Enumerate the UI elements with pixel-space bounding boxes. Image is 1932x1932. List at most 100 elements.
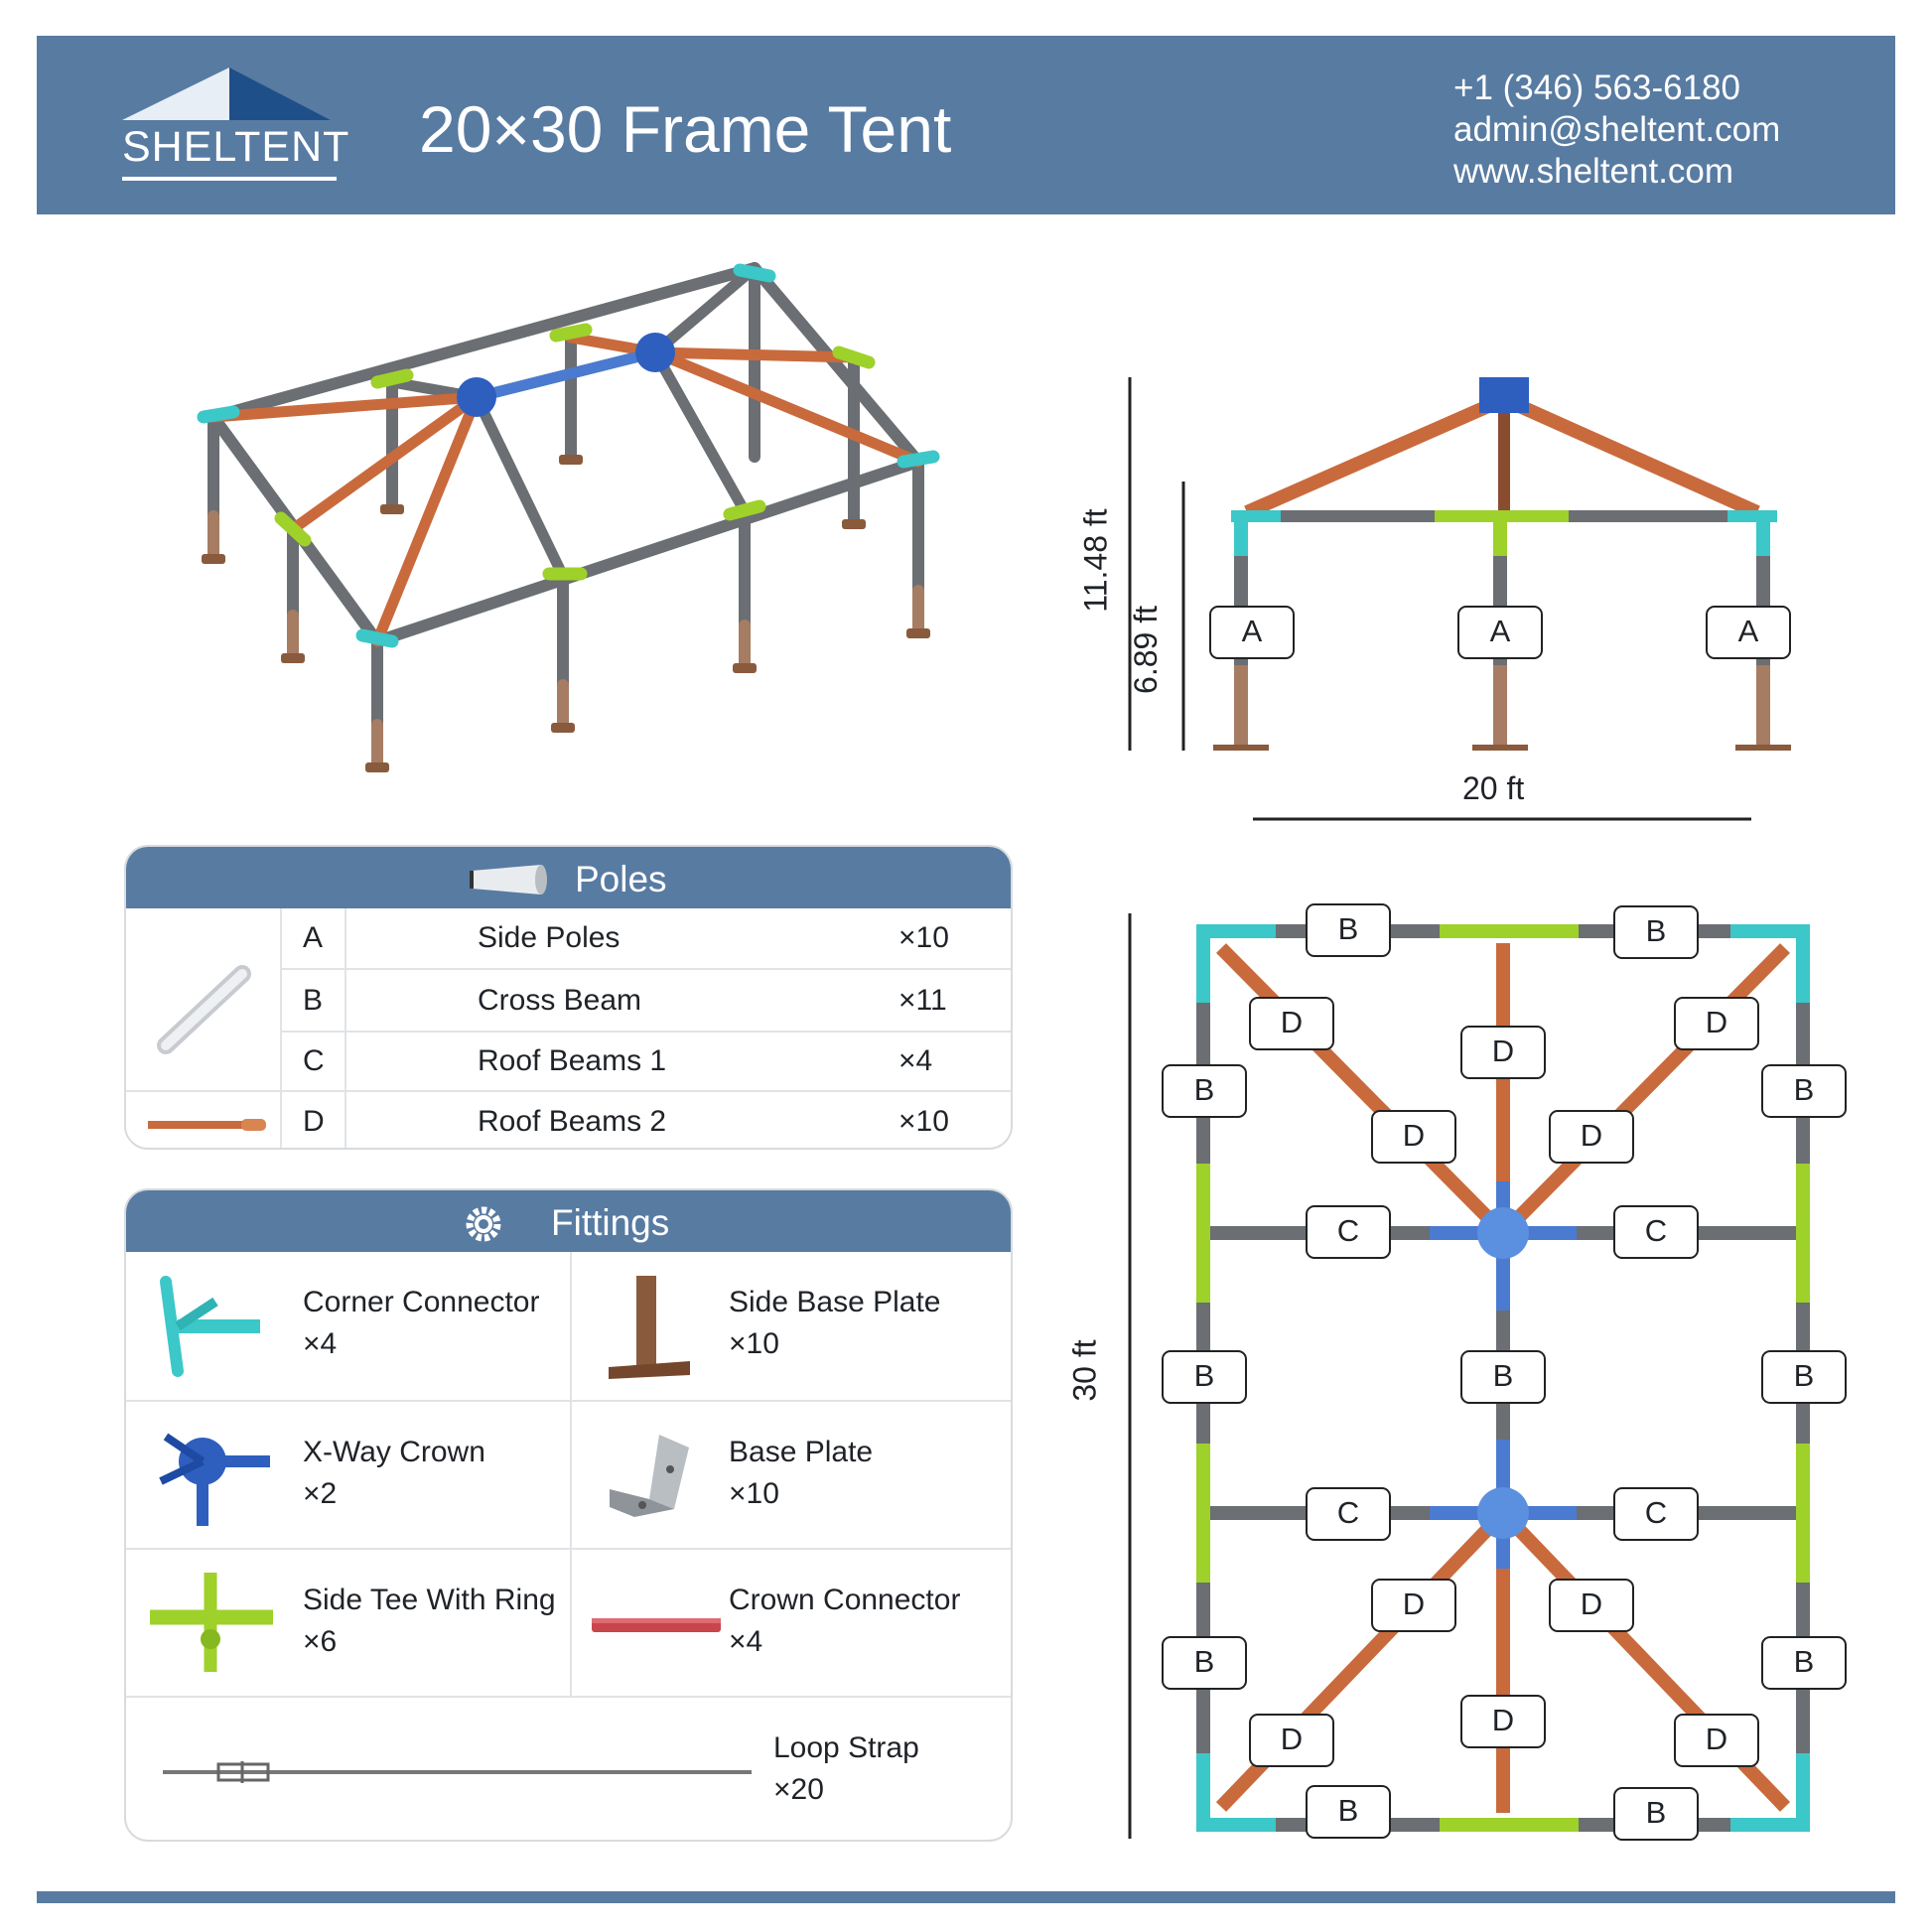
brand-underline [122,177,337,181]
pole-name: Cross Beam [478,983,642,1017]
pole-code: D [303,1105,325,1138]
label-c: C [1613,1487,1699,1541]
label-d: D [1371,1579,1456,1632]
side-base-plate-icon [609,1276,690,1379]
tent-roof-icon [122,68,331,120]
label-d: D [1460,1026,1546,1079]
fitting-qty: ×10 [729,1327,779,1360]
pole-name: Roof Beams 2 [478,1105,667,1138]
crown-connector-icon [592,1618,721,1632]
pole-code: B [303,983,324,1017]
label-d: D [1674,997,1759,1050]
poles-header: Poles [126,847,1011,908]
corner-connector-icon [160,1276,260,1377]
label-c: C [1613,1205,1699,1259]
pole-code: C [303,1044,325,1077]
pole-code: A [303,921,324,954]
right-label-b: B [1761,1350,1847,1404]
pole-row-c: C Roof Beams 1 ×4 [280,1031,1011,1090]
left-label-b: B [1162,1350,1247,1404]
front-label-a-center: A [1457,606,1543,659]
tent-frame-3d-illustration [197,262,940,772]
front-view-diagram [1128,377,1791,821]
fitting-label: Base Plate ×10 [729,1432,873,1515]
left-label-b: B [1162,1636,1247,1690]
poles-title: Poles [575,859,667,899]
total-height-dimension: 11.48 ft [1077,508,1114,613]
bottom-label-b: B [1613,1787,1699,1841]
front-label-a-right: A [1706,606,1791,659]
bottom-label-b: B [1306,1785,1391,1839]
email-text[interactable]: admin@sheltent.com [1453,110,1781,149]
fitting-label: Corner Connector ×4 [303,1282,539,1365]
header-bar: SHELTENT 20×30 Frame Tent +1 (346) 563-6… [37,36,1895,214]
roof-beam-pole-icon [148,1119,266,1131]
poles-table: Poles A Side Poles ×10 Cross Beam ×11 B … [124,845,1013,1150]
length-dimension: 30 ft [1066,1339,1103,1402]
fittings-title: Fittings [551,1202,670,1243]
crown-icon [159,1433,270,1526]
pole-icon [470,865,547,895]
left-label-b: B [1162,1064,1247,1118]
side-tee-icon [150,1573,273,1672]
pole-qty: ×10 [898,921,949,954]
loop-strap-icon [163,1761,752,1783]
fitting-loop-strap: Loop Strap ×20 [126,1696,1011,1840]
fitting-qty: ×10 [729,1477,779,1510]
contact-block: +1 (346) 563-6180 admin@sheltent.com www… [1453,68,1780,193]
fitting-label: Loop Strap ×20 [773,1727,919,1811]
fitting-name: Corner Connector [303,1286,540,1318]
fitting-label: X-Way Crown ×2 [303,1432,485,1515]
label-c: C [1306,1487,1391,1541]
label-d: D [1460,1695,1546,1748]
fitting-name: Loop Strap [773,1731,919,1764]
fitting-label: Crown Connector ×4 [729,1580,960,1663]
fitting-label: Side Tee With Ring ×6 [303,1580,556,1663]
pole-name: Roof Beams 1 [478,1044,667,1077]
label-d: D [1549,1579,1634,1632]
fitting-qty: ×2 [303,1477,338,1510]
divider [280,908,282,1148]
fitting-qty: ×6 [303,1625,338,1658]
label-d: D [1249,1714,1334,1767]
fitting-qty: ×4 [729,1625,763,1658]
fitting-crown-connector: Crown Connector ×4 [570,1548,1011,1696]
fitting-base-plate: Base Plate ×10 [570,1400,1011,1548]
brand-logo: SHELTENT [122,66,348,185]
pole-qty: ×11 [898,983,947,1017]
website-text[interactable]: www.sheltent.com [1453,152,1734,191]
pole-qty: ×10 [898,1105,949,1138]
fitting-qty: ×20 [773,1773,824,1806]
fitting-name: Crown Connector [729,1584,961,1616]
fitting-name: X-Way Crown [303,1436,485,1468]
fitting-name: Side Tee With Ring [303,1584,556,1616]
label-d: D [1371,1110,1456,1164]
gear-icon [466,1206,501,1242]
top-label-b: B [1306,903,1391,957]
fitting-side-base-plate: Side Base Plate ×10 [570,1252,1011,1400]
divider [570,1252,572,1696]
label-d: D [1249,997,1334,1050]
fitting-x-way-crown: X-Way Crown ×2 [126,1400,570,1548]
phone-text[interactable]: +1 (346) 563-6180 [1453,69,1740,107]
divider [345,908,346,1148]
fittings-table: Fittings Corner Connector ×4 Side Base P… [124,1188,1013,1842]
right-label-b: B [1761,1064,1847,1118]
pole-row-a: A Side Poles ×10 [126,908,1011,968]
footer-bar [37,1891,1895,1903]
fitting-name: Side Base Plate [729,1286,941,1318]
pole-row-b: Cross Beam ×11 [345,968,1011,1031]
label-d: D [1549,1110,1634,1164]
cross-beam-pole-icon [157,965,251,1054]
width-dimension: 20 ft [1462,770,1525,806]
front-label-a-left: A [1209,606,1295,659]
side-height-dimension: 6.89 ft [1127,606,1164,694]
fitting-name: Base Plate [729,1436,874,1468]
fitting-label: Side Base Plate ×10 [729,1282,940,1365]
top-label-b: B [1613,905,1699,959]
center-label-b: B [1460,1350,1546,1404]
label-c: C [1306,1205,1391,1259]
pole-name: Side Poles [478,921,621,954]
fitting-qty: ×4 [303,1327,338,1360]
label-d: D [1674,1714,1759,1767]
